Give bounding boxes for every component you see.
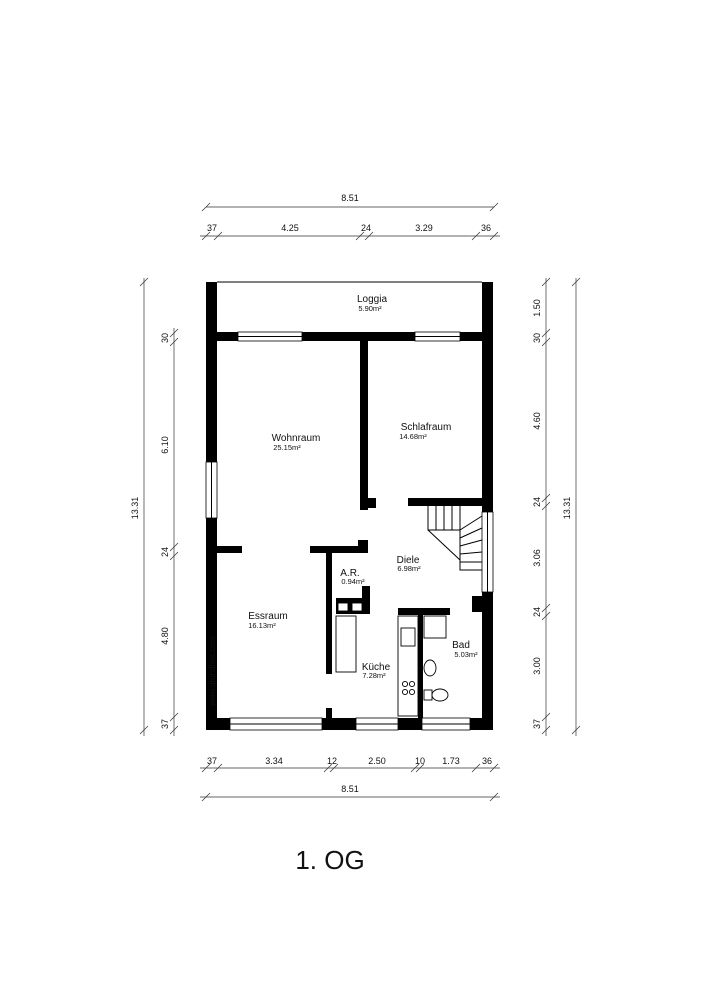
dim-right-seg-1: 1.50 — [532, 299, 542, 317]
dim-right-seg-6: 24 — [532, 607, 542, 617]
room-name-diele: Diele — [397, 555, 420, 566]
walls — [206, 282, 493, 730]
dim-right-seg-5: 3.06 — [532, 549, 542, 567]
dim-bottom-seg-1: 37 — [207, 756, 217, 766]
dim-bottom-seg-5: 10 — [415, 756, 425, 766]
room-area-essraum: 16.13m² — [248, 621, 276, 630]
dim-bottom-total: 8.51 — [341, 784, 359, 794]
room-name-essraum: Essraum — [248, 611, 287, 622]
dim-bottom-seg-4: 2.50 — [368, 756, 386, 766]
room-area-schlafraum: 14.68m² — [399, 432, 427, 441]
dim-left-total: 13.31 — [130, 497, 140, 520]
dim-bottom-seg-7: 36 — [482, 756, 492, 766]
dim-top-seg-3: 24 — [361, 223, 371, 233]
room-name-wohnraum: Wohnraum — [272, 433, 321, 444]
room-name-ar: A.R. — [340, 568, 359, 579]
dim-right-seg-4: 24 — [532, 497, 542, 507]
room-area-ar: 0.94m² — [341, 577, 365, 586]
dim-right-total: 13.31 — [562, 497, 572, 520]
staircase — [427, 506, 483, 571]
room-area-kueche: 7.28m² — [362, 671, 386, 680]
dim-right-seg-2: 30 — [532, 333, 542, 343]
dim-top-seg-1: 37 — [207, 223, 217, 233]
dim-top-seg-4: 3.29 — [415, 223, 433, 233]
room-labels: Loggia 5.90m² Wohnraum 25.15m² Schlafrau… — [248, 294, 478, 680]
dim-left-seg-4: 4.80 — [160, 627, 170, 645]
room-area-bad: 5.03m² — [454, 650, 478, 659]
dim-top-total: 8.51 — [341, 193, 359, 203]
room-name-schlafraum: Schlafraum — [401, 422, 452, 433]
dimension-labels: 8.51 37 4.25 24 3.29 36 37 3.34 12 2.50 … — [130, 193, 572, 794]
dim-bottom-seg-3: 12 — [327, 756, 337, 766]
room-name-bad: Bad — [452, 640, 470, 651]
room-area-loggia: 5.90m² — [358, 304, 382, 313]
room-name-loggia: Loggia — [357, 294, 387, 305]
dim-left-seg-5: 37 — [160, 719, 170, 729]
dim-top-seg-5: 36 — [481, 223, 491, 233]
dim-bottom-seg-6: 1.73 — [442, 756, 460, 766]
dim-left-seg-1: 30 — [160, 333, 170, 343]
dim-right-seg-8: 37 — [532, 719, 542, 729]
dim-left-seg-2: 6.10 — [160, 436, 170, 454]
floor-title: 1. OG — [295, 845, 364, 875]
watermark: www.grundriss.com — [208, 636, 217, 707]
dim-left-seg-3: 24 — [160, 547, 170, 557]
dim-right-seg-7: 3.00 — [532, 657, 542, 675]
dimension-lines — [139, 202, 581, 802]
room-area-wohnraum: 25.15m² — [273, 443, 301, 452]
windows — [205, 281, 494, 731]
dim-top-seg-2: 4.25 — [281, 223, 299, 233]
dim-right-seg-3: 4.60 — [532, 412, 542, 430]
room-name-kueche: Küche — [362, 662, 391, 673]
fixtures — [335, 602, 449, 717]
dim-bottom-seg-2: 3.34 — [265, 756, 283, 766]
room-area-diele: 6.98m² — [397, 564, 421, 573]
